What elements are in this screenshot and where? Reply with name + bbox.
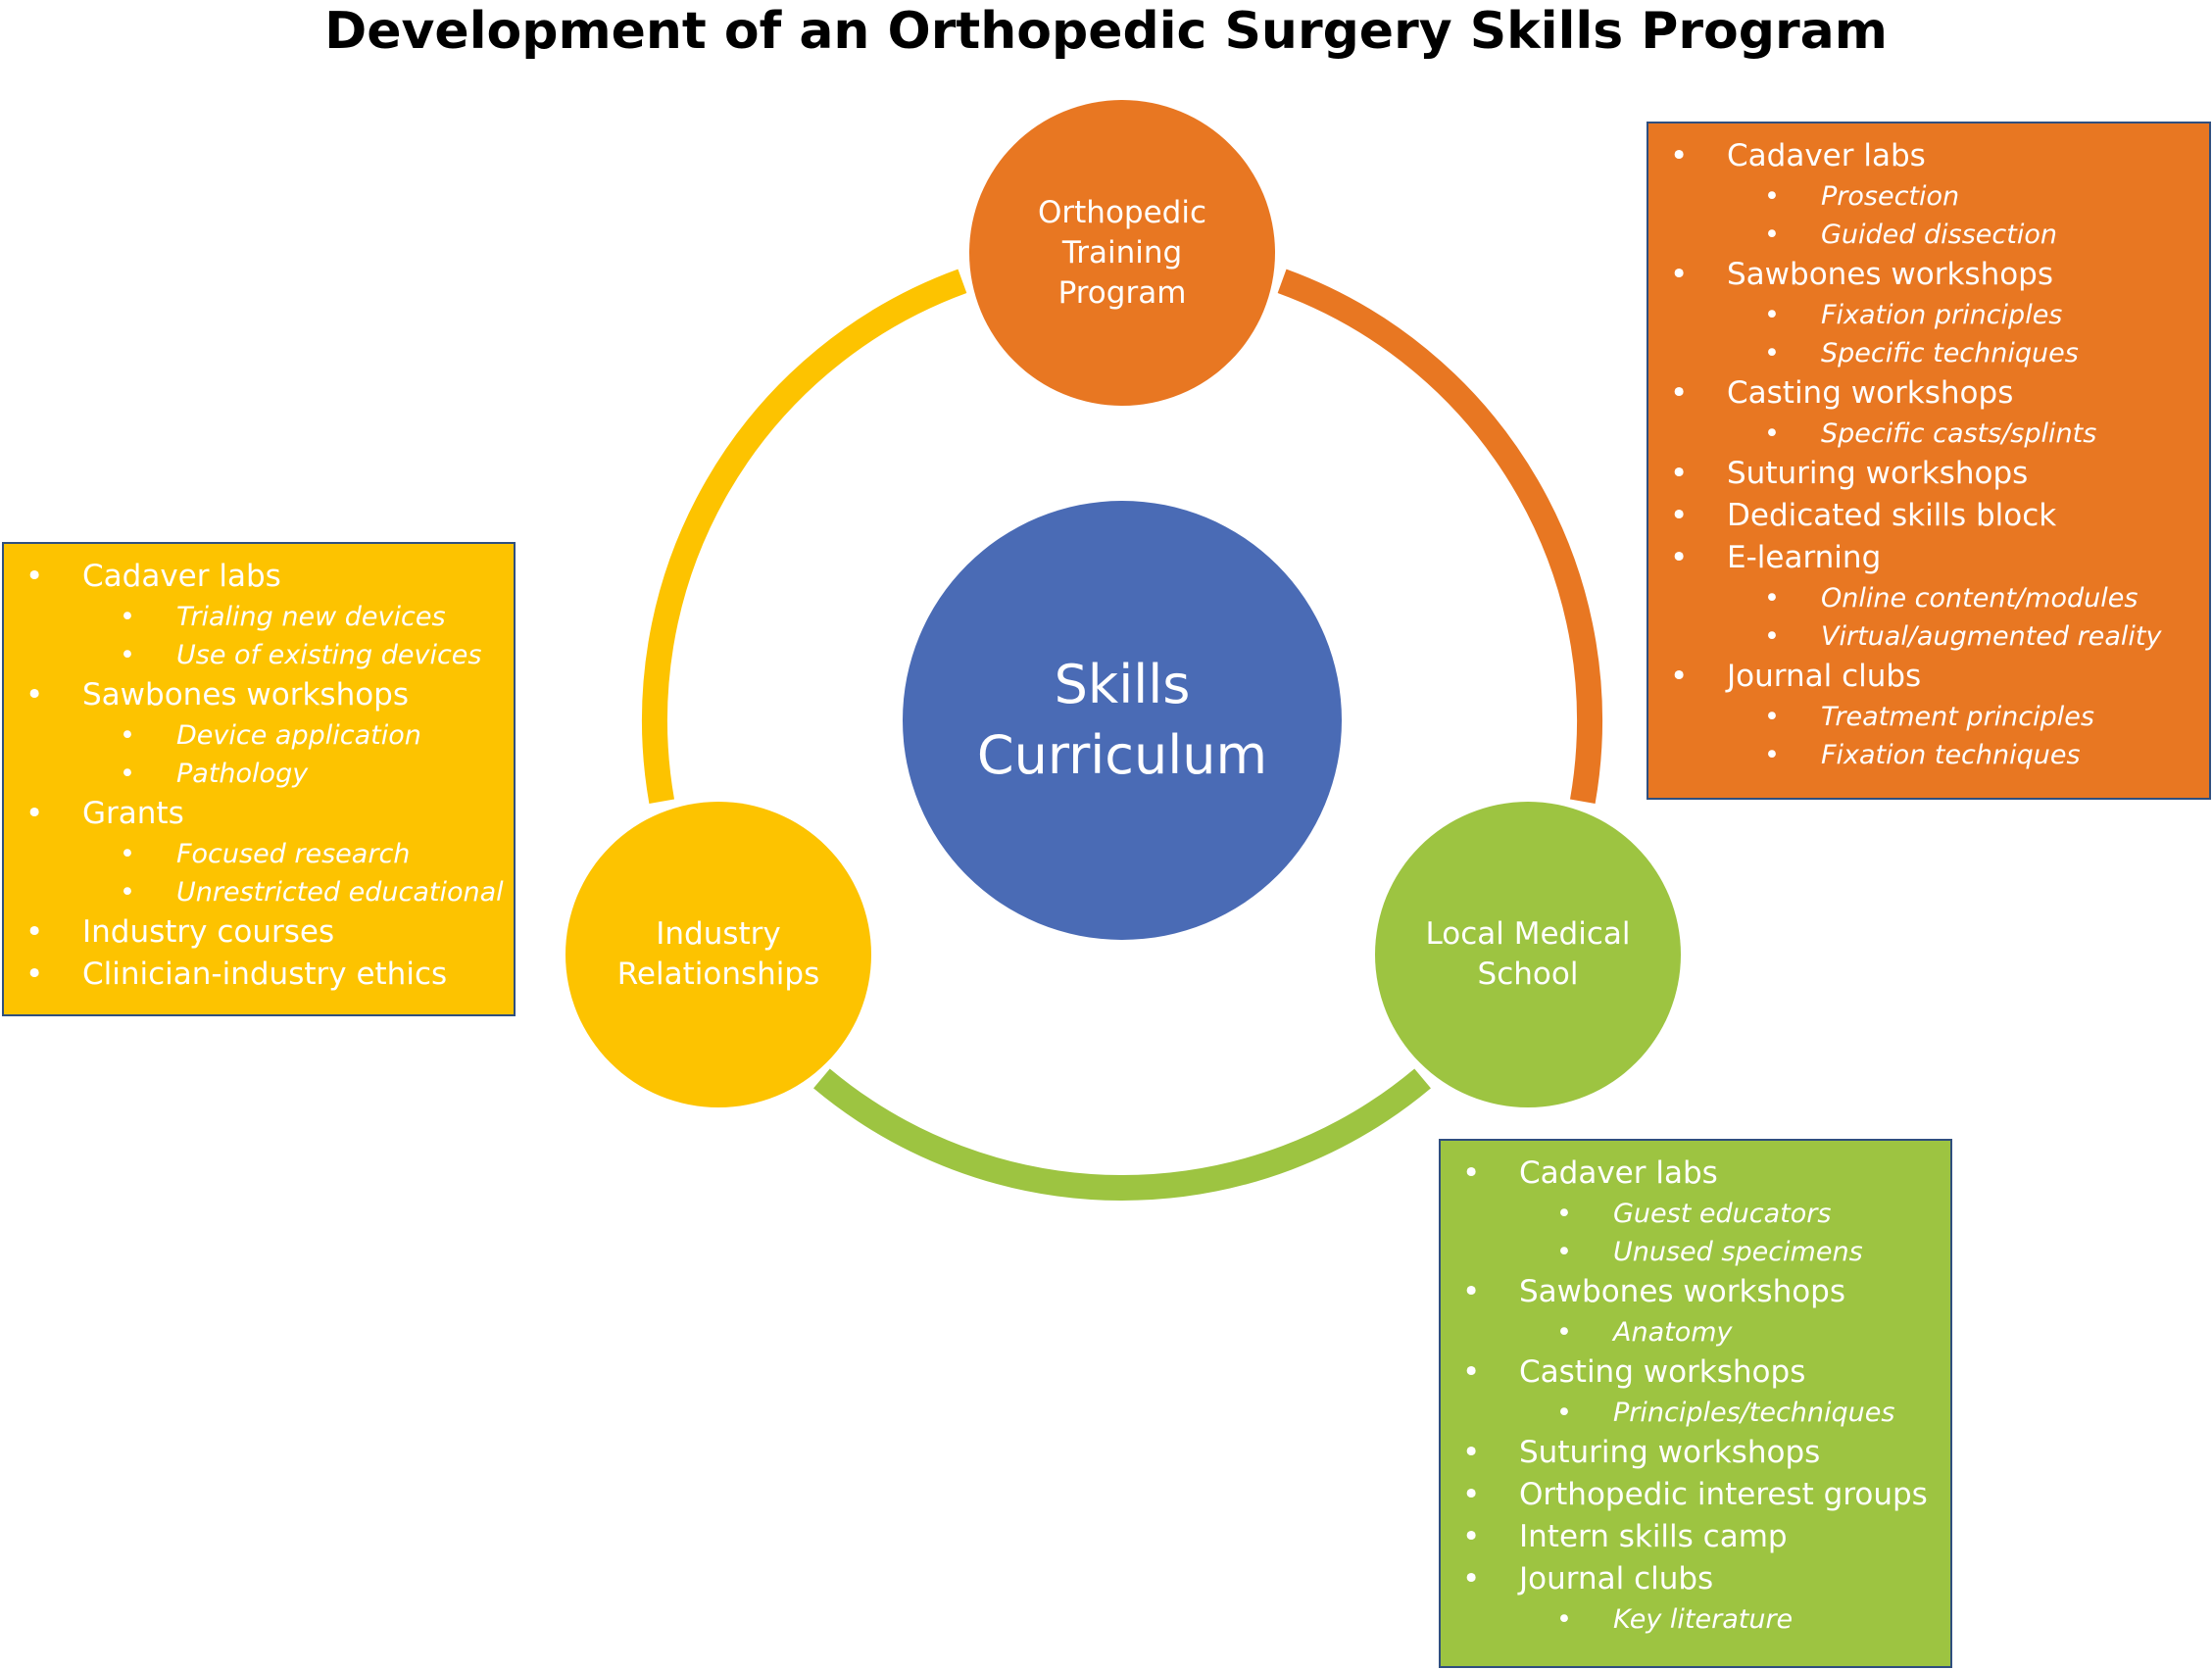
list-item: Grants xyxy=(4,793,514,835)
sub-list-item: Fixation principles xyxy=(1648,296,2209,334)
center-label: Skills Curriculum xyxy=(976,654,1268,786)
list-item: Sawbones workshops xyxy=(1648,254,2209,296)
training-program-activities-box: Cadaver labsProsectionGuided dissectionS… xyxy=(1647,122,2211,800)
list-item: Sawbones workshops xyxy=(4,674,514,716)
sub-list-item: Online content/modules xyxy=(1648,579,2209,617)
list-item: Cadaver labs xyxy=(4,556,514,598)
list-item: Journal clubs xyxy=(1648,656,2209,698)
sub-list-item: Unrestricted educational xyxy=(4,873,514,911)
list-item: Clinician-industry ethics xyxy=(4,954,514,996)
list-item: Cadaver labs xyxy=(1441,1153,1950,1195)
arc-top-to-right xyxy=(1277,269,1602,805)
list-item: Cadaver labs xyxy=(1648,135,2209,177)
list-item: Orthopedic interest groups xyxy=(1441,1474,1950,1516)
diagram-title: Development of an Orthopedic Surgery Ski… xyxy=(324,2,1888,61)
sub-list-item: Fixation techniques xyxy=(1648,736,2209,774)
sub-list-item: Trialing new devices xyxy=(4,598,514,636)
sub-list-item: Treatment principles xyxy=(1648,698,2209,736)
list-item: Casting workshops xyxy=(1441,1351,1950,1394)
medical-school-activities-box: Cadaver labsGuest educatorsUnused specim… xyxy=(1439,1139,1952,1668)
sub-list-item: Guest educators xyxy=(1441,1195,1950,1233)
sub-list-item: Pathology xyxy=(4,755,514,793)
sub-list-item: Guided dissection xyxy=(1648,216,2209,254)
sub-list-item: Specific casts/splints xyxy=(1648,415,2209,453)
list-item: E-learning xyxy=(1648,537,2209,579)
arc-right-to-left xyxy=(813,1068,1431,1201)
center-circle xyxy=(903,501,1342,940)
list-item: Suturing workshops xyxy=(1441,1432,1950,1474)
node-label-medical-school: Local Medical School xyxy=(1425,916,1631,992)
node-circle-training-program xyxy=(969,100,1275,406)
sub-list-item: Anatomy xyxy=(1441,1313,1950,1351)
sub-list-item: Prosection xyxy=(1648,177,2209,216)
list-item: Suturing workshops xyxy=(1648,453,2209,495)
sub-list-item: Principles/techniques xyxy=(1441,1394,1950,1432)
node-circle-medical-school xyxy=(1375,802,1681,1107)
arc-left-to-top xyxy=(642,269,967,805)
sub-list-item: Focused research xyxy=(4,835,514,873)
node-label-industry: Industry Relationships xyxy=(616,916,820,992)
node-circle-industry xyxy=(565,802,871,1107)
list-item: Casting workshops xyxy=(1648,372,2209,415)
sub-list-item: Unused specimens xyxy=(1441,1233,1950,1271)
list-item: Intern skills camp xyxy=(1441,1516,1950,1558)
list-item: Sawbones workshops xyxy=(1441,1271,1950,1313)
list-item: Dedicated skills block xyxy=(1648,495,2209,537)
node-label-training-program: Orthopedic Training Program xyxy=(1038,194,1206,311)
list-item: Journal clubs xyxy=(1441,1558,1950,1600)
list-item: Industry courses xyxy=(4,911,514,954)
industry-activities-box: Cadaver labsTrialing new devicesUse of e… xyxy=(2,542,516,1016)
sub-list-item: Use of existing devices xyxy=(4,636,514,674)
sub-list-item: Device application xyxy=(4,716,514,755)
sub-list-item: Key literature xyxy=(1441,1600,1950,1639)
sub-list-item: Virtual/augmented reality xyxy=(1648,617,2209,656)
sub-list-item: Specific techniques xyxy=(1648,334,2209,372)
